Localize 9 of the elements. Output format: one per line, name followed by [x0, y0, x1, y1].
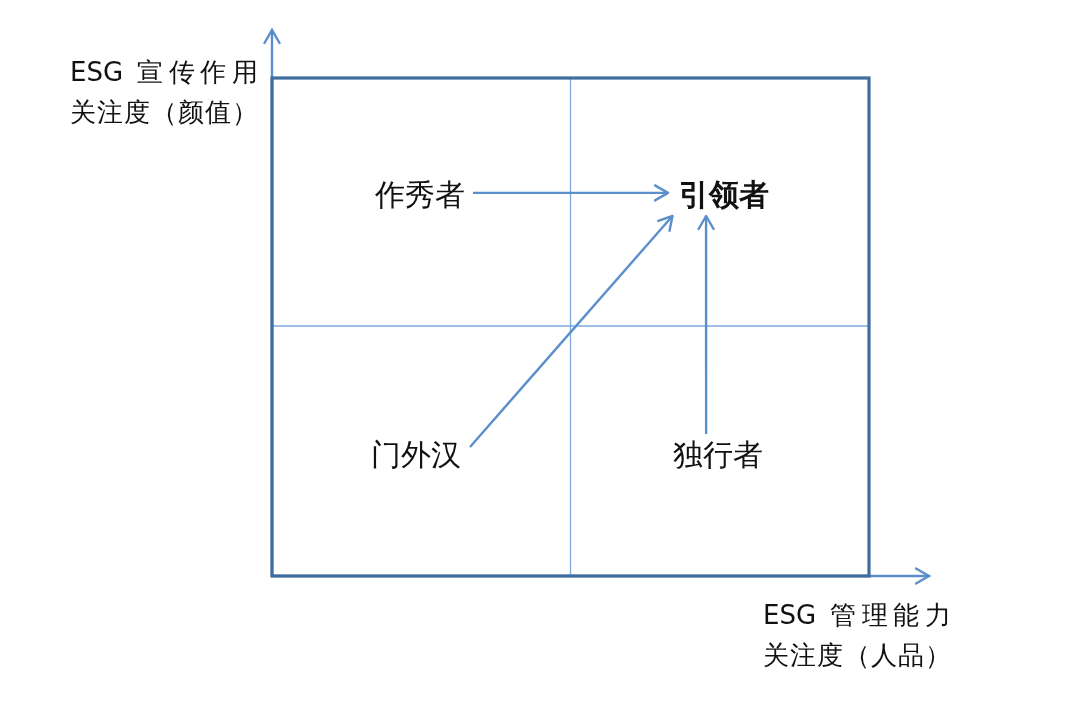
quadrant-label: 独行者	[673, 437, 763, 473]
arrow	[697, 214, 715, 434]
quadrant-label: 引领者	[679, 177, 769, 213]
axis-title: ESG 宣传作用关注度（颜值）	[70, 56, 258, 129]
quadrant-label: 作秀者	[375, 177, 465, 213]
quadrant-label: 门外汉	[371, 437, 461, 473]
axis-title: ESG 管理能力关注度（人品）	[763, 599, 951, 672]
arrow	[473, 184, 670, 202]
arrow	[469, 214, 674, 448]
